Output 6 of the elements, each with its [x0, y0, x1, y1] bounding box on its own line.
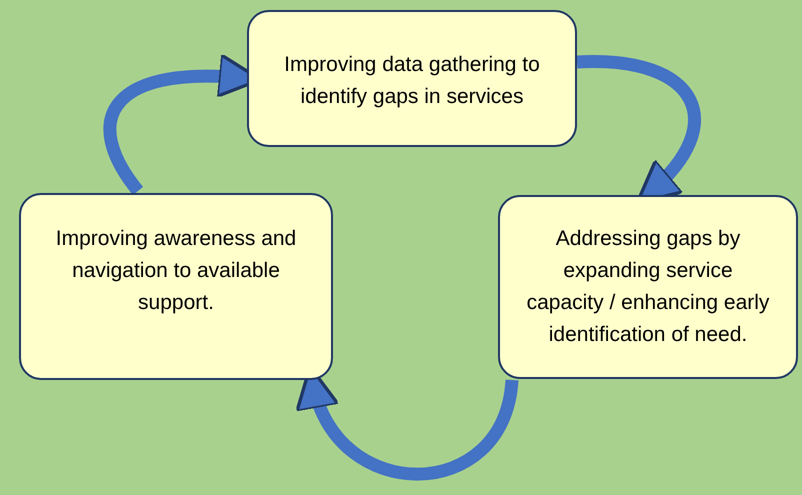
box-text: Addressing gaps by expanding service capacity / enhancing early identification of need. — [526, 226, 770, 348]
box-text: Improving data gathering to identify gaps in services — [283, 52, 541, 110]
process-box — [247, 10, 577, 147]
process-box — [19, 193, 333, 380]
process-box — [498, 195, 798, 379]
box-text: Improving awareness and navigation to available support. — [54, 226, 298, 316]
